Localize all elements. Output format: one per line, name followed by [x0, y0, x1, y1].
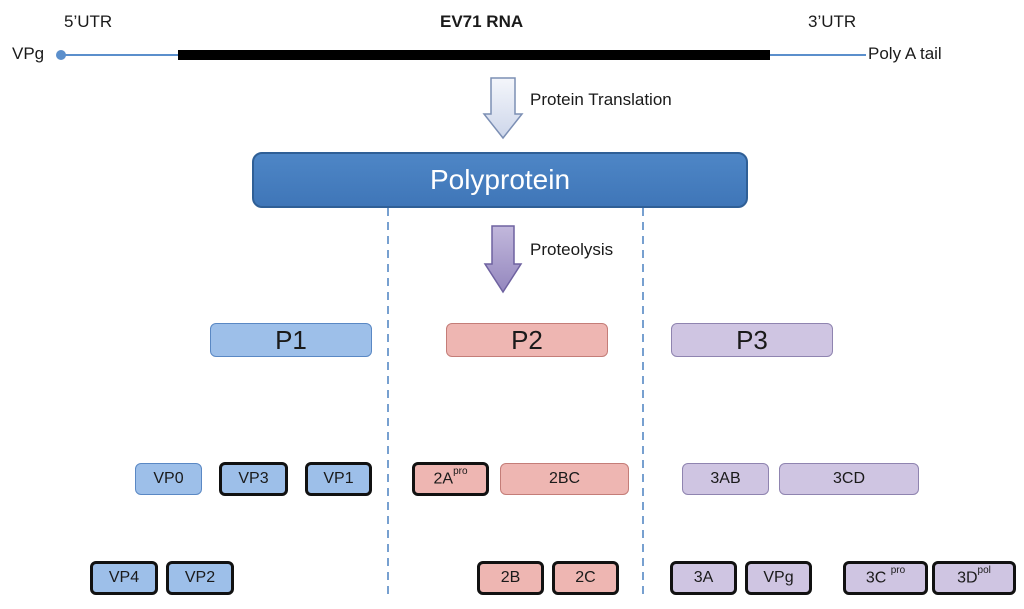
poly-a-tail-label: Poly A tail: [868, 44, 942, 63]
protein-2a-sup: pro: [453, 466, 468, 478]
region-p2: P2: [446, 323, 608, 357]
protein-2b: 2B: [477, 561, 544, 595]
protein-2a-base: 2A: [433, 470, 454, 488]
protein-3c-base: 3C: [865, 569, 891, 587]
protein-3a: 3A: [670, 561, 737, 595]
protein-vp1-label: VP1: [323, 470, 354, 487]
three-utr-label: 3’UTR: [808, 12, 857, 31]
proteolysis-arrow: [483, 225, 523, 294]
protein-2a-pro-label: 2Apro: [433, 466, 468, 488]
rna-title: EV71 RNA: [440, 12, 524, 31]
protein-2c-label: 2C: [575, 569, 596, 586]
protein-3d-base: 3D: [957, 569, 978, 587]
coding-rna-bar: [178, 50, 770, 60]
region-p1: P1: [210, 323, 372, 357]
protein-3d-pol-label: 3Dpol: [957, 565, 991, 587]
protein-3cd-label: 3CD: [832, 470, 865, 487]
polyprotein-box: Polyprotein: [252, 152, 748, 208]
protein-3c-pro: 3C pro: [843, 561, 928, 595]
protein-vp0: VP0: [135, 463, 202, 495]
protein-3c-pro-label: 3C pro: [865, 565, 906, 587]
protein-vp2-label: VP2: [184, 569, 216, 586]
region-p3: P3: [671, 323, 833, 357]
protein-3d-sup: pol: [977, 565, 991, 577]
protein-3ab: 3AB: [682, 463, 769, 495]
protein-3d-pol: 3Dpol: [932, 561, 1016, 595]
protein-2bc: 2BC: [500, 463, 629, 495]
protein-3c-sup: pro: [890, 565, 906, 577]
protein-2b-label: 2B: [500, 569, 521, 586]
protein-vpg-label: VPg: [763, 569, 794, 586]
protein-vp3: VP3: [219, 462, 288, 496]
translation-arrow: [482, 77, 524, 140]
protein-vp1: VP1: [305, 462, 372, 496]
translation-label: Protein Translation: [530, 90, 672, 109]
vpg-cap-dot: [56, 50, 66, 60]
protein-3cd: 3CD: [779, 463, 919, 495]
proteolysis-label: Proteolysis: [530, 240, 614, 259]
vpg-cap-label: VPg: [12, 44, 45, 63]
protein-vp4-label: VP4: [108, 569, 140, 586]
protein-vp2: VP2: [166, 561, 234, 595]
protein-2a-pro: 2Apro: [412, 462, 489, 496]
protein-3a-label: 3A: [693, 569, 714, 586]
polyprotein-label: Polyprotein: [429, 164, 571, 195]
five-utr-label: 5’UTR: [64, 12, 113, 31]
region-p3-label: P3: [736, 324, 768, 355]
region-p1-label: P1: [275, 324, 307, 355]
protein-3ab-label: 3AB: [710, 470, 741, 487]
protein-vp0-label: VP0: [153, 470, 184, 487]
region-p2-label: P2: [511, 324, 543, 355]
protein-2c: 2C: [552, 561, 619, 595]
protein-vp3-label: VP3: [238, 470, 269, 487]
protein-vpg: VPg: [745, 561, 812, 595]
protein-2bc-label: 2BC: [548, 470, 581, 487]
protein-vp4: VP4: [90, 561, 158, 595]
